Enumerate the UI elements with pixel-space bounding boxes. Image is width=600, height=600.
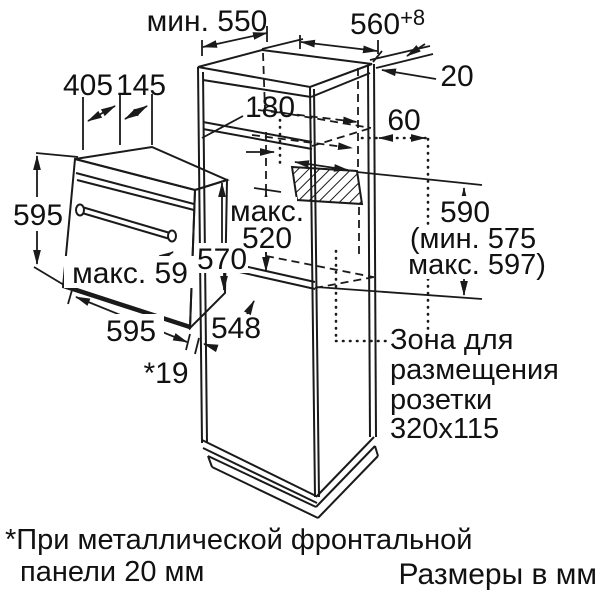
label-footnote-1: *При металлической фронтальной (5, 524, 472, 556)
dim-590 (315, 171, 483, 300)
label-20: 20 (440, 60, 473, 93)
label-units: Размеры в мм (398, 558, 597, 591)
label-590: 590 (440, 196, 490, 229)
label-socket-zone-3: розетки (390, 384, 492, 416)
dimension-lines (33, 26, 483, 355)
dim-560 (261, 35, 383, 63)
label-socket-zone-4: 320x115 (390, 413, 499, 445)
label-145: 145 (116, 69, 166, 102)
dim-20 (369, 43, 437, 80)
label-max-520-a: макс. (230, 195, 304, 228)
label-socket-zone-1: Зона для (390, 324, 513, 356)
label-595-bottom: 595 (106, 315, 156, 348)
oven-control-panel (75, 172, 195, 205)
label-548: 548 (211, 312, 261, 345)
label-180: 180 (245, 91, 295, 124)
label-masks (13, 196, 554, 345)
label-570: 570 (197, 243, 247, 276)
socket-zone-projection (278, 118, 430, 343)
label-60: 60 (387, 104, 420, 137)
label-socket-zone-2: размещения (390, 354, 559, 386)
dim-min-550 (201, 26, 268, 56)
dim-548 (203, 300, 255, 353)
dim-hatch-width (246, 148, 349, 193)
label-min-550: мин. 550 (147, 5, 268, 38)
label-405: 405 (63, 69, 113, 102)
oven-door-handle (75, 203, 177, 243)
dim-180-leader (201, 115, 244, 139)
label-595-left: 595 (13, 199, 63, 232)
label-footnote-2: панели 20 мм (20, 556, 204, 588)
label-590-max: макс. 597) (408, 249, 546, 281)
dim-405-145 (82, 94, 153, 150)
label-560: 560+8 (350, 5, 425, 41)
label-max-520-b: 520 (242, 222, 292, 255)
dim-570 (218, 181, 228, 292)
dim-595-left (33, 152, 79, 286)
label-590-min: (мин. 575 (410, 223, 536, 255)
labels: мин. 550 560+8 20 405 145 180 60 595 мак… (5, 5, 597, 591)
label-19: *19 (143, 357, 188, 390)
label-max-59: макс. 59 (72, 257, 188, 290)
